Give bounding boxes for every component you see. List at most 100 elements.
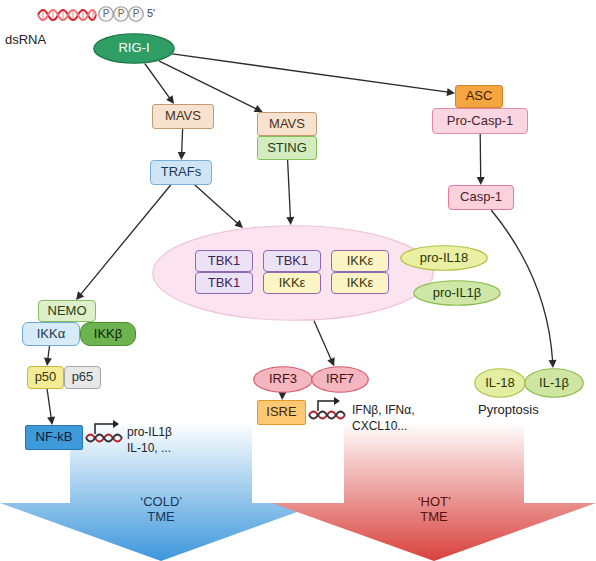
element-box: ISRE [257, 400, 306, 425]
arrow-connector [178, 129, 186, 160]
node-text: TBK1 [208, 254, 241, 269]
phosphate-circle: P [98, 6, 114, 22]
adaptor-box: STING [257, 136, 317, 160]
arrowhead [286, 217, 294, 225]
ellipse-outline [99, 7, 114, 22]
node-text: IKKε [279, 276, 306, 291]
node-text: p50 [35, 370, 57, 385]
connector-line [48, 346, 50, 359]
protein-box: Pro-Casp-1 [432, 108, 528, 134]
arrowhead [327, 357, 334, 366]
cytokine-ellipse: pro-IL1β [413, 280, 501, 306]
hot-tme-arrow: ‘HOT’ TME [272, 403, 596, 561]
node-text: TBK1 [208, 276, 241, 291]
node-text: IL-18 [485, 376, 515, 391]
connector-line [480, 134, 482, 178]
node-text: IKKε [347, 254, 374, 269]
arrow-connector [195, 185, 243, 228]
node-text: MAVS [269, 117, 305, 132]
arrow-band [272, 403, 596, 561]
arrow-connector [173, 54, 456, 96]
kinase-tile: IKKε [263, 272, 321, 294]
ellipse-outline [153, 226, 434, 321]
arrowhead [76, 291, 84, 300]
node-text: P [133, 8, 140, 20]
arrow-connector [145, 64, 174, 105]
arrowhead [549, 360, 557, 368]
connector-line [47, 389, 51, 418]
kinase-tile: TBK1 [195, 272, 253, 294]
phosphate-circle: P [113, 6, 129, 22]
arrowhead [47, 417, 55, 426]
ellipse-outline [525, 369, 584, 398]
molecule-label: dsRNA [5, 32, 46, 49]
connector-line [491, 210, 552, 361]
arrowhead [278, 392, 286, 400]
arrow-connector [47, 389, 55, 425]
end-label: 5' [147, 6, 155, 20]
arrowhead [178, 152, 186, 160]
factor-ellipse: IRF3 [253, 366, 313, 393]
adaptor-box: MAVS [152, 104, 214, 129]
label-holder: IFNβ, IFNα, CXCL10... [352, 403, 426, 434]
connector-line [173, 54, 449, 92]
protein-box: NEMO [38, 300, 96, 322]
cytokine-ellipse: IL-18 [474, 368, 526, 398]
kinase-complex-ellipse: TBK1TBK1IKKεTBK1IKKεIKKε [152, 225, 434, 321]
arrowhead [166, 95, 174, 104]
kinase-box: IKKβ [80, 322, 136, 346]
connector-line [288, 160, 291, 218]
ellipse-outline [475, 369, 526, 398]
subunit-box: p65 [64, 366, 101, 389]
ellipse-outline [254, 367, 313, 393]
connector-line [145, 64, 170, 99]
gene-list: pro-IL1β IL-10, ... [127, 425, 189, 456]
arrowhead [44, 358, 52, 366]
node-text: MAVS [165, 109, 201, 124]
node-text: STING [267, 141, 307, 156]
kinase-tile: TBK1 [195, 250, 253, 272]
node-text: Casp-1 [460, 190, 502, 205]
connector-line [195, 185, 238, 223]
promoter-arrowhead [334, 397, 340, 405]
node-text: ISRE [266, 405, 296, 420]
phosphate-circle: P [128, 6, 144, 22]
arrow-connector [491, 210, 556, 368]
ellipse-outline [94, 34, 175, 64]
connector-line [159, 61, 257, 109]
node-text: IKKβ [94, 327, 122, 342]
receptor-ellipse: RIG-I [93, 33, 175, 64]
node-text: IKKε [347, 276, 374, 291]
transcription-box: NF-kB [25, 425, 83, 450]
node-text: IRF3 [269, 372, 297, 387]
node-text: TBK1 [276, 254, 309, 269]
node-text: IL-1β [539, 376, 569, 391]
arrow-connector [314, 321, 335, 367]
node-text: P [103, 8, 110, 20]
arrowhead [234, 220, 243, 228]
kinase-box: IKKα [22, 322, 80, 346]
ellipse-outline [114, 7, 129, 22]
node-text: IKKα [37, 327, 65, 342]
protein-box: TRAFs [150, 160, 212, 185]
arrow-band [0, 403, 322, 561]
kinase-tile: TBK1 [263, 250, 321, 272]
node-text: NF-kB [36, 430, 73, 445]
promoter-arrow [318, 401, 334, 411]
arrow-connector [278, 392, 286, 400]
cytokine-ellipse: pro-IL18 [400, 245, 488, 271]
dna-strand [309, 412, 345, 419]
connector-line [314, 321, 331, 360]
rna-rungs [43, 11, 93, 19]
dna-helix [309, 397, 345, 419]
node-text: ‘HOT’ TME [418, 495, 451, 525]
protein-box: Casp-1 [448, 185, 514, 210]
arrowhead [477, 177, 485, 185]
arrowhead [447, 88, 456, 96]
kinase-tile: IKKε [331, 250, 389, 272]
label-holder: 5' [147, 6, 155, 20]
adaptor-box: ASC [455, 85, 503, 108]
node-text: TRAFs [161, 165, 201, 180]
dsrna-helix [38, 10, 96, 20]
kinase-tile: IKKε [331, 272, 389, 294]
